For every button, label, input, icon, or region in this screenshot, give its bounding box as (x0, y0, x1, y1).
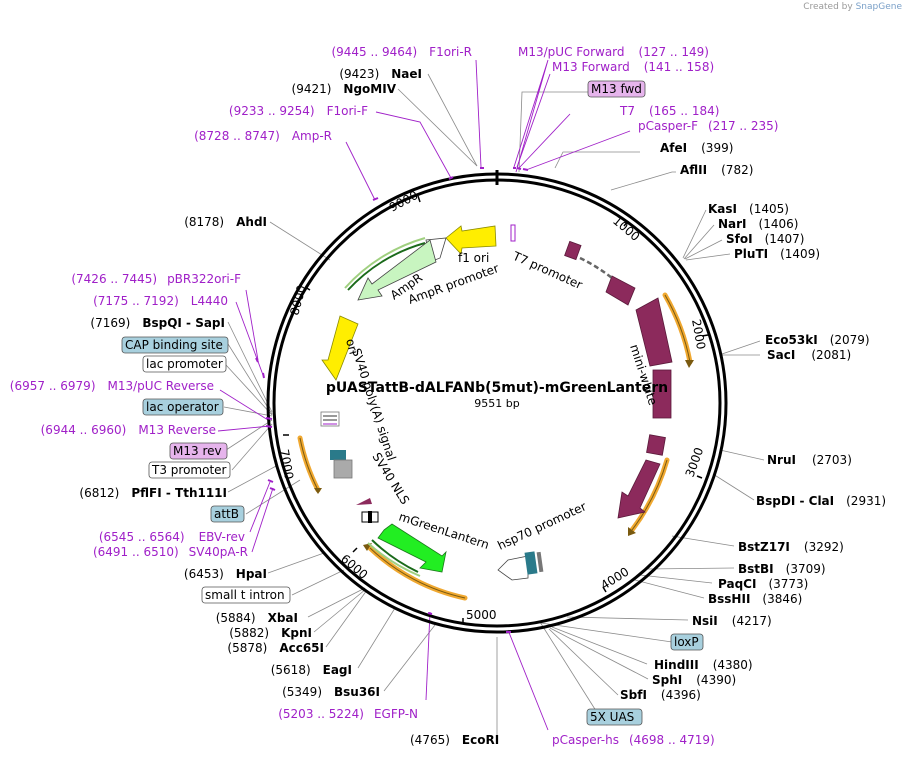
primer-m13-puc-reverse: (6957 .. 6979)M13/pUC Reverse (10, 379, 214, 393)
mgreenlantern-feature (377, 523, 447, 573)
enzyme-bstbi: BstBI(3709) (738, 562, 826, 576)
enzyme-afei: AfeI(399) (660, 141, 733, 155)
green-arrows (347, 242, 426, 573)
tick-1000: 1000 (610, 214, 642, 244)
ampr-feature (357, 239, 437, 301)
primer-egfp-n: (5203 .. 5224)EGFP-N (278, 707, 418, 721)
primer-f1ori-f: (9233 .. 9254)F1ori-F (229, 104, 368, 118)
enzyme-eco53ki: Eco53kI(2079) (765, 333, 870, 347)
tick-6000: 6000 (338, 552, 370, 582)
primer-pcasper-f: pCasper-F(217 .. 235) (638, 119, 778, 133)
enzyme-nsii: NsiI(4217) (692, 614, 772, 628)
loxp-mark (536, 551, 544, 573)
ori-feature (321, 315, 359, 381)
enzyme-hpai: (6453)HpaI (184, 567, 267, 581)
sv40-polya-feature (320, 411, 353, 479)
enzyme-aflii: AflII(782) (680, 163, 753, 177)
primer-pbr322ori-f: (7426 .. 7445)pBR322ori-F (71, 272, 241, 286)
enzymes-left: (9423)NaeI (9421)NgoMIV (8178)AhdI (7169… (79, 67, 422, 699)
snapgene-credit: Created by SnapGene (803, 2, 902, 12)
box-loxp: loxP (674, 635, 699, 649)
primer-ebv-rev: (6545 .. 6564)EBV-rev (99, 530, 245, 544)
tick-2000: 2000 (689, 318, 708, 351)
primer-t7: T7(165 .. 184) (619, 104, 719, 118)
uas-feature (524, 551, 538, 575)
primer-marks (255, 167, 529, 633)
enzyme-hindiii: HindIII(4380) (654, 658, 753, 672)
enzyme-bsshii: BssHII(3846) (708, 592, 802, 606)
label-f1-ori: f1 ori (458, 251, 489, 265)
enzyme-sphi: SphI(4390) (652, 673, 736, 687)
enzyme-nari: NarI(1406) (718, 217, 798, 231)
label-sv40-polya: SV40 poly(A) signal (349, 347, 399, 463)
enzyme-paqci: PaqCI(3773) (718, 577, 808, 591)
box-m13-rev: M13 rev (173, 444, 222, 458)
orange-arrow-cores (299, 294, 691, 599)
enzyme-saci: SacI(2081) (767, 348, 851, 362)
box-small-t-intron: small t intron (205, 588, 285, 602)
mini-white-intron-dash (579, 256, 613, 279)
enzyme-pluti: PluTI(1409) (734, 247, 820, 261)
box-t3-promoter: T3 promoter (151, 463, 227, 477)
hsp70-promoter-feature (497, 555, 529, 581)
tick-9000: 9000 (387, 188, 421, 215)
tick-8000: 8000 (287, 284, 308, 317)
enzyme-nrui: NruI(2703) (767, 453, 852, 467)
primer-f1ori-r: (9445 .. 9464)F1ori-R (331, 45, 472, 59)
primer-labels: (9445 .. 9464)F1ori-R (9233 .. 9254)F1or… (10, 45, 779, 747)
enzyme-sbfi: SbfI(4396) (620, 688, 701, 702)
enzyme-xbai: (5884)XbaI (216, 611, 298, 625)
green-arrow-bands (344, 237, 426, 577)
enzyme-kpni: (5882)KpnI (229, 626, 312, 640)
primer-m13-forward: M13 Forward(141 .. 158) (552, 60, 714, 74)
box-lac-promoter: lac promoter (146, 357, 223, 371)
sv40-nls-feature (356, 498, 379, 523)
box-cap-binding-site: CAP binding site (125, 338, 223, 352)
tick-3000: 3000 (683, 446, 707, 479)
enzyme-kasi: KasI(1405) (708, 202, 789, 216)
primer-m13-reverse: (6944 .. 6960)M13 Reverse (41, 423, 216, 437)
box-5x-uas: 5X UAS (590, 710, 634, 724)
enzyme-bspqi-sapi: (7169)BspQI - SapI (90, 316, 225, 330)
tick-7000: 7000 (277, 448, 296, 481)
box-attb: attB (214, 507, 239, 521)
snapgene-logo: SnapGene (855, 2, 902, 12)
enzymes-right: AfeI(399) AflII(782) KasI(1405) NarI(140… (410, 141, 886, 747)
enzyme-ecori: (4765)EcoRI (410, 733, 499, 747)
f1-ori-feature (445, 225, 497, 255)
enzyme-acc65i: (5878)Acc65I (227, 641, 324, 655)
enzyme-bspdi-clai: BspDI - ClaI(2931) (756, 494, 886, 508)
t7-promoter-mark (510, 224, 516, 242)
enzyme-bstz17i: BstZ17I(3292) (738, 540, 844, 554)
primer-sv40pa-r: (6491 .. 6510)SV40pA-R (93, 545, 248, 559)
plasmid-name: pUASTattB-dALFANb(5mut)-mGreenLantern (326, 380, 668, 396)
tick-5000: 5000 (466, 608, 497, 622)
enzyme-pflfi-tth111i: (6812)PflFI - Tth111I (79, 486, 227, 500)
label-ori: ori (343, 337, 361, 356)
plasmid-length: 9551 bp (474, 397, 519, 410)
primer-leaders (217, 59, 631, 731)
enzyme-naei: (9423)NaeI (339, 67, 422, 81)
primer-l4440: (7175 .. 7192)L4440 (93, 294, 228, 308)
mini-white-feature (564, 240, 673, 519)
boxed-labels: M13 fwd CAP binding site lac promoter la… (121, 80, 704, 726)
primer-pcasper-hs: pCasper-hs(4698 .. 4719) (552, 733, 715, 747)
enzyme-bsu36i: (5349)Bsu36I (282, 685, 380, 699)
enzyme-eagi: (5618)EagI (271, 663, 352, 677)
box-lac-operator: lac operator (146, 400, 219, 414)
tick-marks (283, 195, 709, 624)
enzyme-ngomiv: (9421)NgoMIV (292, 82, 397, 96)
box-m13-fwd: M13 fwd (591, 82, 642, 96)
enzyme-ahdi: (8178)AhdI (184, 215, 267, 229)
enzyme-sfoi: SfoI(1407) (726, 232, 804, 246)
primer-amp-r: (8728 .. 8747)Amp-R (194, 129, 332, 143)
label-hsp70-promoter: hsp70 promoter (495, 499, 588, 552)
primer-m13-puc-forward: M13/pUC Forward(127 .. 149) (518, 45, 709, 59)
